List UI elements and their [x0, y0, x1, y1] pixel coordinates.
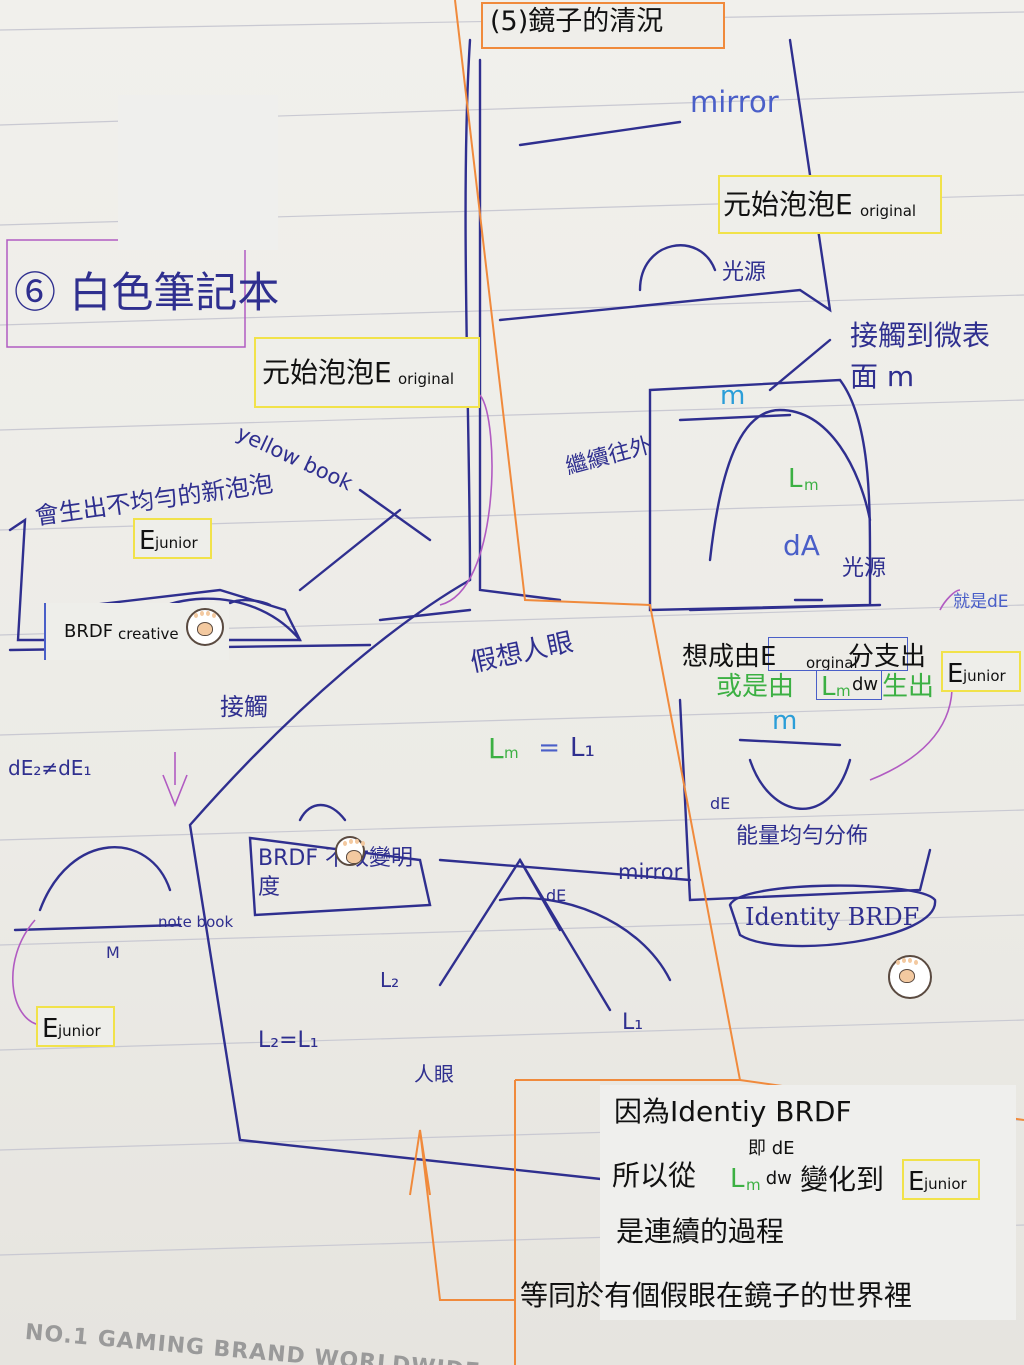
da-label: dA: [783, 529, 820, 562]
m-upper-label: M: [106, 943, 120, 962]
light-source-mid-label: 光源: [842, 556, 887, 581]
energy-uniform-label: 能量均勻分佈: [736, 824, 869, 849]
e-original-left-main: 元始泡泡E: [262, 356, 392, 389]
e-original-top-box: 元始泡泡E original: [718, 175, 942, 234]
l2-label: L₂: [380, 968, 400, 992]
split-line1-b: 分支出: [848, 642, 927, 672]
split-line1-sub: orginal: [806, 654, 858, 672]
lm-top-main: L: [788, 464, 803, 494]
e-junior-bottom-box: E junior: [902, 1159, 980, 1200]
lm-dw-sub: m: [746, 1176, 761, 1194]
lm-dw-main: L: [730, 1164, 745, 1194]
split-line1-a: 想成由E: [682, 642, 777, 672]
receive-micro-label: 接觸到微表面 m: [850, 319, 991, 393]
lm-dw-split-box: [816, 670, 882, 700]
e-junior-right-main: E: [947, 659, 964, 689]
receive-left-label: 接觸: [220, 693, 268, 721]
paw-icon: [186, 608, 224, 646]
e-original-top-main: 元始泡泡E: [723, 188, 853, 221]
split-line2-lm-main: L: [821, 672, 836, 702]
e-junior-left-bottom-box: E junior: [36, 1006, 115, 1047]
e-original-left-box: 元始泡泡E original: [254, 337, 480, 408]
brdf-creative-sub: creative: [118, 625, 179, 643]
mirror-case-title-box: [481, 2, 725, 49]
e-junior-right-box: E junior: [941, 651, 1021, 692]
lm-dw-dw: dw: [760, 1168, 792, 1189]
e-junior-left-bottom-main: E: [42, 1014, 59, 1044]
e-original-top-sub: original: [860, 202, 917, 220]
so-from-text: 所以從: [612, 1159, 697, 1192]
l1-bottom-label: L₁: [622, 1010, 644, 1035]
paw-small-icon: [335, 836, 365, 866]
e-junior-left-top-sub: junior: [155, 534, 198, 552]
split-line2-b: 生出: [882, 672, 935, 702]
fake-eye-text: 等同於有個假眼在鏡子的世界裡: [520, 1279, 913, 1312]
m-top-label: m: [720, 381, 746, 411]
lm-eq-sub: m: [504, 744, 519, 762]
brdf-creative-main: BRDF: [64, 621, 114, 642]
e-original-left-sub: original: [398, 370, 455, 388]
m-mid-label: m: [772, 706, 798, 736]
identity-brdf-label: Identity BRDF: [745, 903, 920, 931]
mirror-case-title: (5)鏡子的清況: [490, 6, 664, 37]
e-junior-left-top-box: E junior: [133, 518, 212, 559]
split-line2-a: 或是由: [716, 672, 803, 702]
purple-arrows: [12, 394, 961, 1026]
mirror-label-top: mirror: [690, 85, 779, 119]
de-right-label: dE: [710, 794, 731, 813]
split-line2-dw: dw: [852, 674, 879, 695]
e-junior-left-top-main: E: [139, 526, 156, 556]
notebook-label: note book: [158, 913, 234, 931]
l1-mid-label: L₁: [570, 733, 595, 763]
split-line2-lm-sub: m: [836, 682, 851, 700]
e-junior-left-bottom-sub: junior: [58, 1022, 101, 1040]
lm-eq-rest: =: [530, 733, 569, 763]
lm-eq-main: L: [488, 732, 504, 765]
de-mid-label: dE: [546, 886, 567, 905]
human-eye-label: 人眼: [414, 1062, 454, 1086]
i-e-de-text: 即 dE: [748, 1138, 795, 1159]
lm-top-sub: m: [804, 476, 819, 494]
e-junior-right-sub: junior: [963, 667, 1006, 685]
white-notebook-title: ⑥ 白色筆記本: [14, 268, 280, 317]
l2-eq-l1-label: L₂=L₁: [258, 1028, 319, 1053]
e-junior-bottom-sub: junior: [924, 1175, 967, 1193]
because-identity-text: 因為Identiy BRDF: [614, 1095, 852, 1128]
paw-right-icon: [888, 955, 932, 999]
e-junior-bottom-main: E: [908, 1167, 925, 1197]
mirror-mid-label: mirror: [618, 860, 683, 884]
light-source-top-label: 光源: [722, 260, 767, 285]
change-to-text: 變化到: [800, 1163, 885, 1196]
brdf-no-change-label: BRDF 不改變明度: [258, 846, 413, 900]
continuous-text: 是連續的過程: [616, 1215, 785, 1248]
just-de-label: 就是dE: [953, 592, 1009, 612]
de2-de1-label: dE₂≠dE₁: [8, 756, 92, 780]
